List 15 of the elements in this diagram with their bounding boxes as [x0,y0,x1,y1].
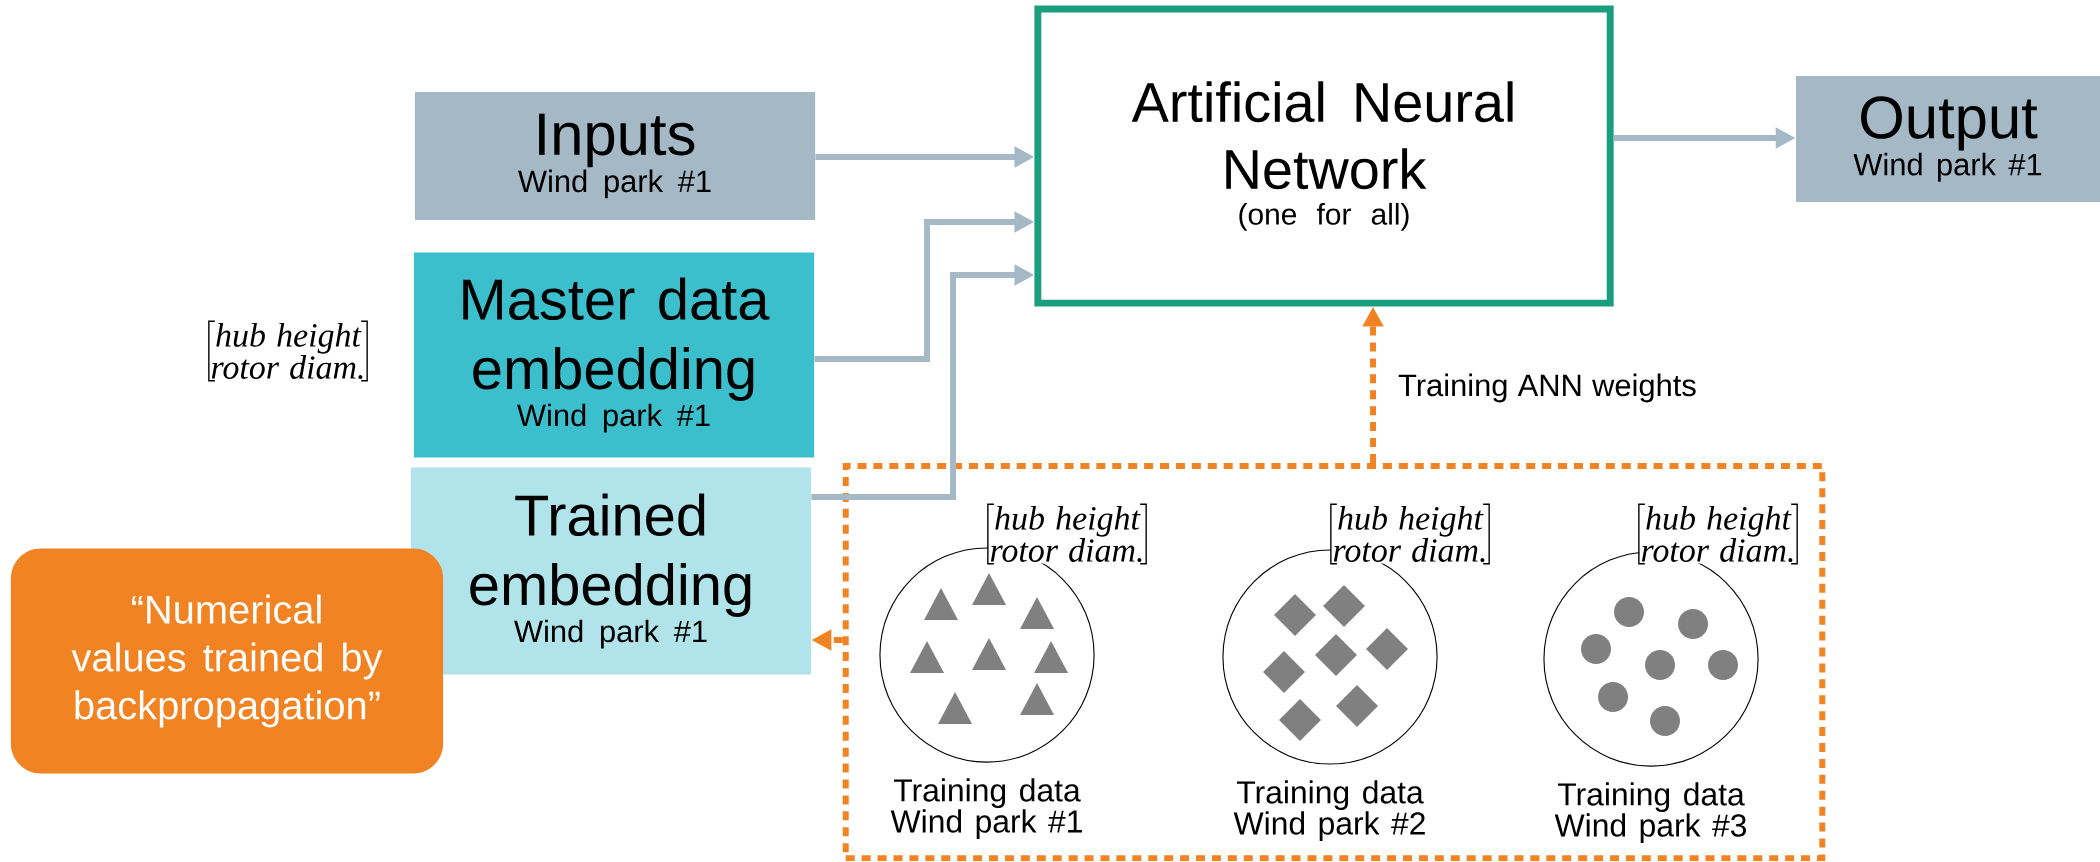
output-box: Output Wind park #1 [1795,75,2100,203]
callout-box: “Numerical values trained by backpropagation” [10,548,444,774]
embedding-box: Master data embedding Wind park #1 [413,252,815,458]
node-label: Training data Wind park #3 [1554,782,1746,844]
parameter-vector: hub height rotor diam. [1330,503,1490,565]
edge-label: Training ANN weights [1395,370,1700,406]
parameter-vector: hub height rotor diam. [1638,503,1798,565]
embedding-box: Trained embedding Wind park #1 [410,467,812,675]
training-data-region [842,462,1826,862]
network-box: Artificial Neural Network (one for all) [1034,5,1614,307]
node-label: Training data Wind park #2 [1233,780,1425,842]
input-box: Inputs Wind park #1 [414,91,816,221]
parameter-vector: hub height rotor diam. [987,503,1147,565]
node-label: Training data Wind park #1 [890,778,1082,840]
parameter-vector: hub height rotor diam. [208,320,368,382]
